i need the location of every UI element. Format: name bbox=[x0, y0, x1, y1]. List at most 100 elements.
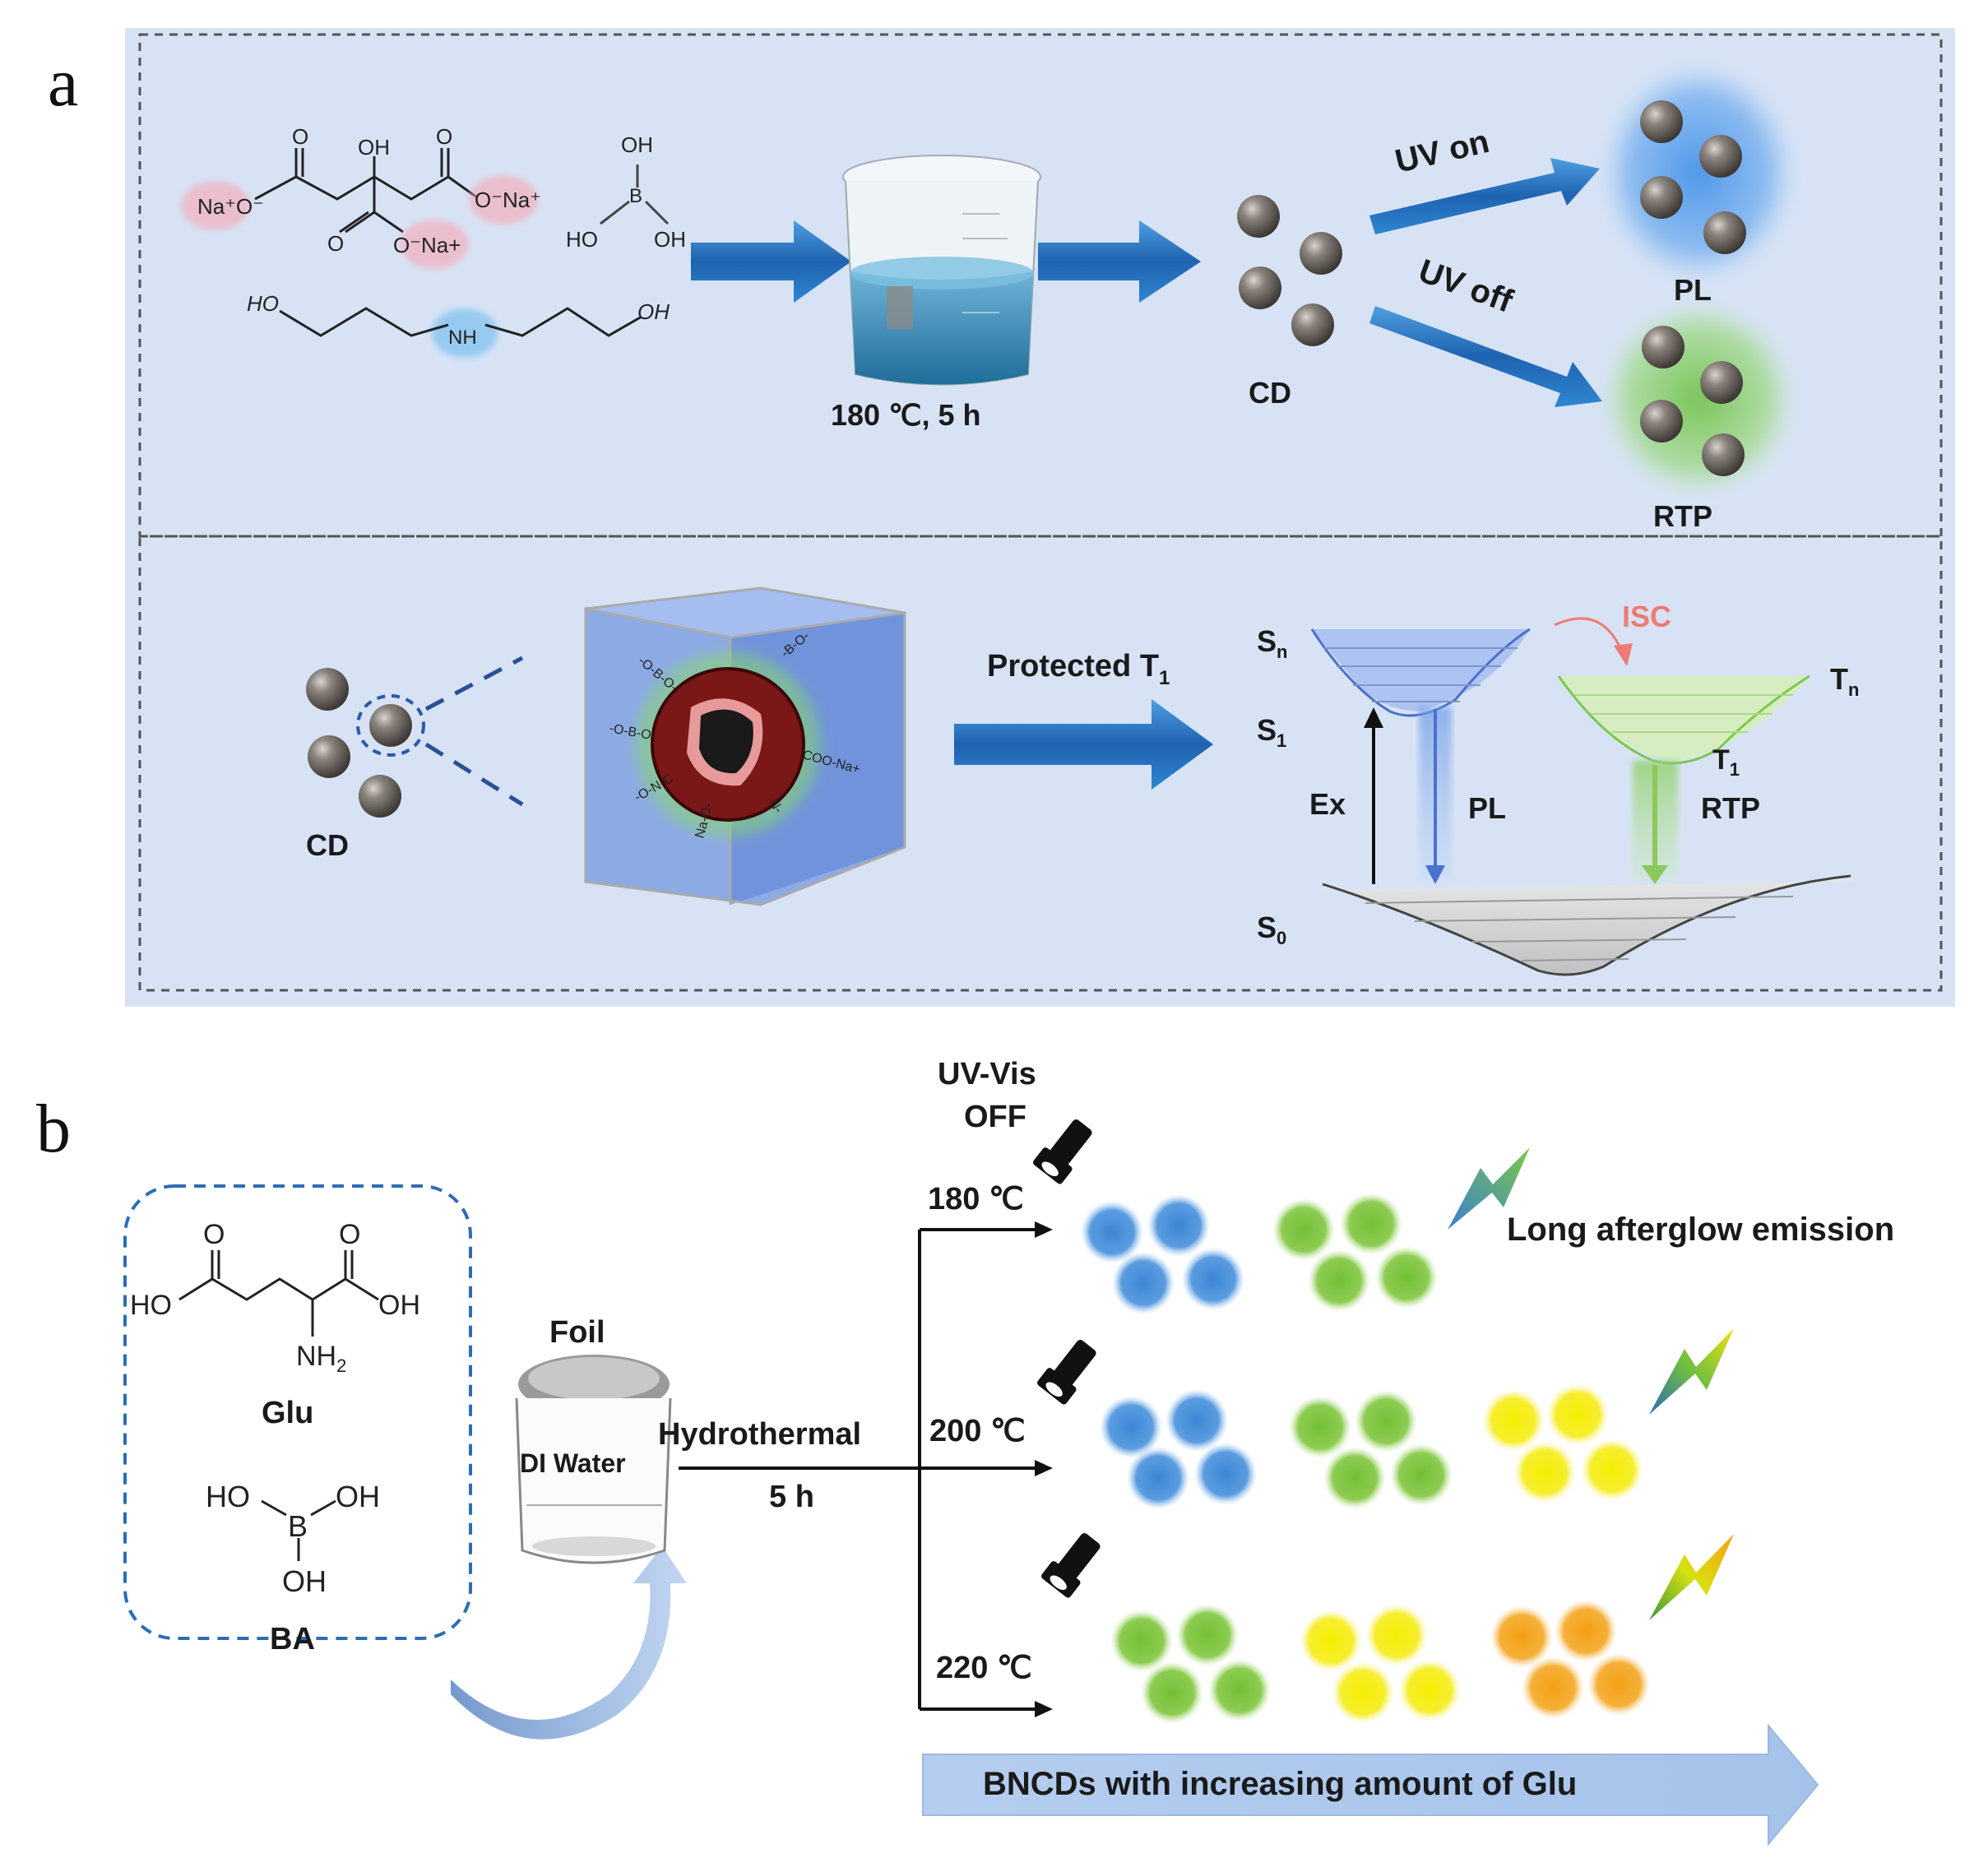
tn-label: Tn bbox=[1830, 662, 1859, 700]
citrate-o-bottom: O bbox=[327, 231, 344, 256]
panel-a-top-box bbox=[138, 33, 1943, 538]
flashlight-icon bbox=[1033, 1119, 1092, 1184]
temp-220: 220 ℃ bbox=[936, 1651, 1032, 1685]
dots-200-green bbox=[1289, 1390, 1453, 1509]
t1-label: T1 bbox=[1712, 744, 1740, 780]
na-glow-1 bbox=[181, 181, 250, 230]
panel-a-letter: a bbox=[48, 44, 78, 121]
cd-label-2: CD bbox=[306, 828, 349, 862]
isc-label: ISC bbox=[1622, 600, 1671, 633]
dots-200-blue bbox=[1100, 1389, 1257, 1509]
rtp-energy-label: RTP bbox=[1701, 791, 1760, 825]
pl-energy-label: PL bbox=[1468, 791, 1506, 825]
temp-180: 180 ℃ bbox=[928, 1182, 1024, 1216]
citrate-o-right: O bbox=[436, 124, 452, 149]
zoom-line-bottom bbox=[424, 742, 524, 807]
sn-label: Sn bbox=[1257, 624, 1287, 662]
lightning-icon bbox=[1649, 1534, 1734, 1620]
ba-label: BA bbox=[270, 1622, 315, 1656]
pl-cluster bbox=[1600, 62, 1797, 284]
uv-off-arrow bbox=[1369, 306, 1602, 407]
cd-particles bbox=[1237, 195, 1342, 346]
zoom-line-top bbox=[424, 656, 524, 711]
cd-particles-2 bbox=[306, 668, 425, 818]
lightning-icon bbox=[1649, 1328, 1734, 1415]
citrate-na-right: O⁻Na⁺ bbox=[475, 188, 541, 212]
panel-b-letter: b bbox=[36, 1091, 71, 1167]
amine-oh: OH bbox=[637, 299, 670, 324]
glu-oh: OH bbox=[378, 1290, 420, 1321]
uv-on-arrow bbox=[1369, 158, 1600, 234]
dots-220-orange bbox=[1490, 1600, 1650, 1719]
s1-label: S1 bbox=[1257, 713, 1286, 751]
curved-arrow bbox=[451, 1546, 687, 1740]
ba-oh-top: OH bbox=[621, 132, 653, 157]
branch-arrows bbox=[679, 1228, 1038, 1711]
citrate-na-left: Na⁺O⁻ bbox=[197, 194, 264, 219]
arrow-220 bbox=[1035, 1701, 1053, 1717]
ba2-oh2: OH bbox=[282, 1564, 327, 1598]
na-glow-3 bbox=[400, 220, 469, 269]
time-label: 5 h bbox=[769, 1480, 814, 1514]
dots-180-green bbox=[1272, 1193, 1438, 1312]
di-water-label: DI Water bbox=[520, 1448, 626, 1478]
amine-nh: NH bbox=[448, 327, 477, 349]
matrix-cube bbox=[584, 586, 906, 906]
glu-nh2: NH2 bbox=[296, 1341, 346, 1376]
hydrothermal-label: Hydrothermal bbox=[658, 1417, 861, 1452]
dots-180-blue bbox=[1081, 1194, 1244, 1314]
citrate-na-bottom: O⁻Na+ bbox=[393, 233, 461, 257]
citrate-oh: OH bbox=[358, 135, 390, 160]
ba2-oh1: OH bbox=[336, 1480, 380, 1513]
protected-arrow bbox=[954, 699, 1213, 790]
ba-ho: HO bbox=[566, 227, 598, 252]
long-afterglow-label: Long afterglow emission bbox=[1507, 1212, 1894, 1248]
glu-label: Glu bbox=[262, 1396, 313, 1430]
rtp-cluster bbox=[1600, 300, 1797, 498]
ba-oh-right: OH bbox=[654, 227, 686, 252]
bottom-arrow-label: BNCDs with increasing amount of Glu bbox=[983, 1766, 1577, 1802]
arrow-200 bbox=[1035, 1460, 1053, 1476]
glu-ho: HO bbox=[130, 1290, 172, 1321]
flashlight-icon bbox=[1041, 1533, 1101, 1598]
energy-diagram bbox=[1310, 617, 1851, 976]
protected-label: Protected T1 bbox=[987, 649, 1170, 689]
ba2-b: B bbox=[288, 1509, 308, 1543]
arrow-180 bbox=[1035, 1221, 1053, 1238]
ex-label: Ex bbox=[1309, 787, 1346, 821]
foil-beaker bbox=[515, 1355, 672, 1564]
temp-200: 200 ℃ bbox=[929, 1414, 1026, 1448]
bnc-dots-arrow bbox=[922, 1723, 1819, 1846]
dots-220-yellow bbox=[1300, 1604, 1461, 1724]
foil-label: Foil bbox=[549, 1315, 605, 1350]
arrow-to-cd bbox=[1038, 220, 1201, 303]
flashlight-icon bbox=[1037, 1340, 1096, 1405]
na-glow-2 bbox=[469, 175, 538, 225]
boric-acid-structure bbox=[600, 164, 670, 225]
svg-text:N-: N- bbox=[767, 797, 785, 816]
ba-structure bbox=[261, 1499, 336, 1561]
cd-label: CD bbox=[1249, 376, 1291, 410]
ba-b: B bbox=[629, 185, 642, 207]
dots-220-green bbox=[1110, 1604, 1271, 1724]
citrate-structure bbox=[254, 148, 478, 234]
amine-ho: HO bbox=[247, 291, 279, 316]
glu-structure bbox=[178, 1250, 379, 1337]
lightning-icon bbox=[1448, 1147, 1530, 1230]
ba2-ho: HO bbox=[206, 1480, 250, 1513]
dots-200-yellow bbox=[1482, 1383, 1643, 1504]
uv-vis-label: UV-Vis bbox=[938, 1057, 1036, 1091]
rtp-label: RTP bbox=[1653, 499, 1712, 533]
beaker bbox=[842, 155, 1041, 386]
glu-o-left: O bbox=[203, 1219, 225, 1250]
nh-glow bbox=[432, 308, 498, 358]
arrow-to-beaker bbox=[691, 220, 851, 303]
beaker-condition: 180 ℃, 5 h bbox=[831, 398, 981, 432]
panel-a-bottom-box bbox=[138, 535, 1943, 992]
reagents-box bbox=[123, 1184, 472, 1640]
citrate-o-left: O bbox=[292, 124, 308, 149]
amine-structure bbox=[279, 307, 642, 337]
off-label: OFF bbox=[964, 1100, 1026, 1134]
glu-o-right: O bbox=[339, 1219, 360, 1250]
